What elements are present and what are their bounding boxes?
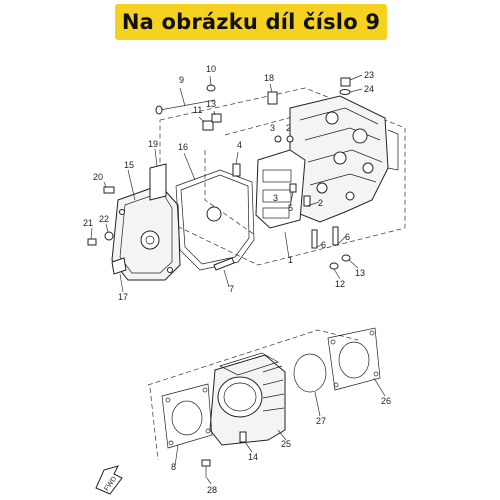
callout-22: 22 [99,214,109,224]
cylinder-base-gasket [161,383,213,449]
callout-3: 3 [273,193,278,203]
callout-6: 6 [321,240,326,250]
callout-10: 10 [206,64,216,74]
callout-5: 5 [288,203,293,213]
callout-3: 3 [270,123,275,133]
callout-27: 27 [316,416,326,426]
callout-25: 25 [281,439,291,449]
callout-24: 24 [364,84,374,94]
long-bolt [155,99,216,115]
callout-labels: 1 2 2 3 3 4 5 6 6 7 8 9 10 11 12 13 13 1… [83,64,391,495]
cam-holder [255,149,306,229]
part-number-banner: Na obrázku díl číslo 9 [115,4,387,40]
callout-19: 19 [148,139,158,149]
callout-8: 8 [171,462,176,472]
cylinder-block [209,352,286,446]
breather-plate [149,163,167,201]
callout-16: 16 [178,142,188,152]
callout-2: 2 [286,123,291,133]
small-hardware [87,77,351,275]
callout-12: 12 [335,279,345,289]
forward-arrow: FWD [95,465,123,495]
callout-2: 2 [318,198,323,208]
callout-6: 6 [345,232,350,242]
callout-20: 20 [93,172,103,182]
callout-18: 18 [264,73,274,83]
callout-7: 7 [229,284,234,294]
callout-1: 1 [288,255,293,265]
callout-11: 11 [193,105,202,115]
head-cover-gasket [175,169,255,271]
callout-9: 9 [179,75,184,85]
leader-lines [90,74,386,485]
callout-13: 13 [355,268,365,278]
o-ring [293,353,327,393]
callout-14: 14 [248,452,258,462]
banner-text: Na obrázku díl číslo 9 [121,10,381,34]
head-cover [111,184,181,281]
callout-13: 13 [206,99,216,109]
cylinder-frame [147,329,359,461]
callout-23: 23 [364,70,374,80]
cylinder-head-gasket [327,327,381,391]
callout-28: 28 [207,485,217,495]
cylinder-bolt [201,459,211,478]
callout-26: 26 [381,396,391,406]
callout-17: 17 [118,292,128,302]
callout-4: 4 [237,140,242,150]
callout-21: 21 [83,218,93,228]
callout-15: 15 [124,160,134,170]
